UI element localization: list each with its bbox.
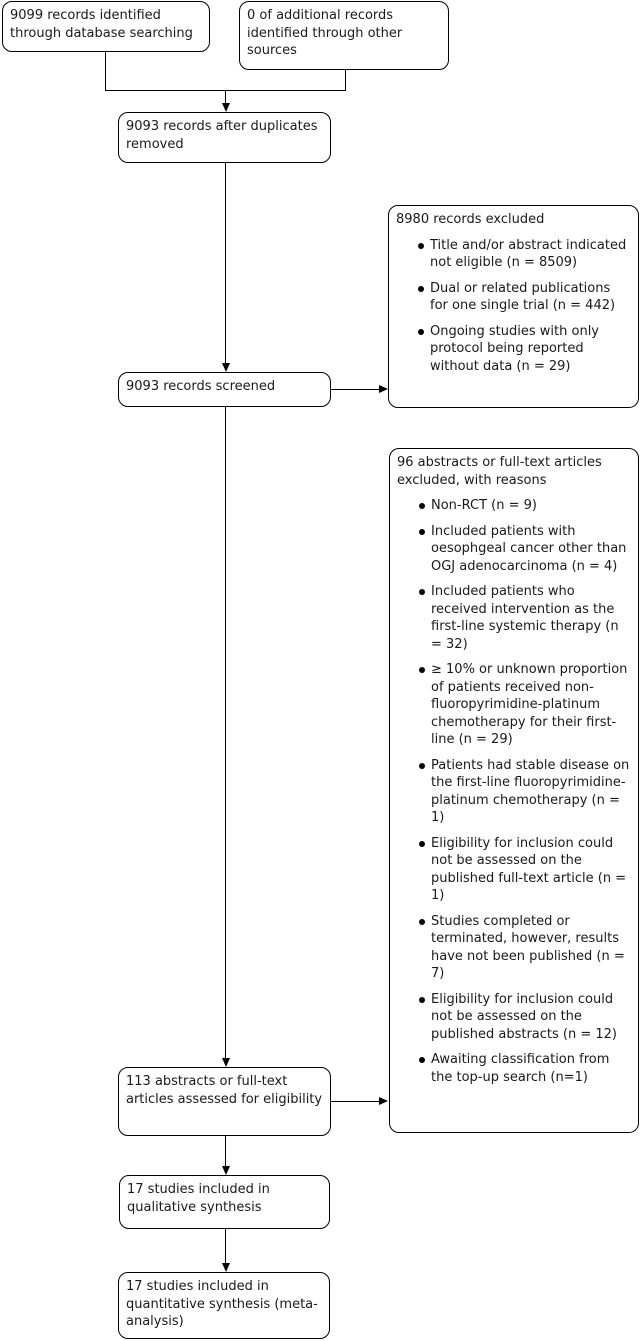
connector-other-down-line	[345, 70, 346, 91]
arrow-screened-to-assessed-line	[225, 407, 226, 1058]
arrow-assessed-to-qualitative-line	[225, 1136, 226, 1166]
arrow-duplicates-to-screened-head	[222, 363, 230, 372]
box-after-duplicates: 9093 records after duplicates removed	[118, 112, 331, 163]
articles-excluded-item: ≥ 10% or unknown proportion of patients …	[419, 661, 631, 749]
box-quantitative-synthesis: 17 studies included in quantitative synt…	[118, 1272, 330, 1339]
articles-excluded-item: Non-RCT (n = 9)	[419, 497, 631, 515]
arrow-duplicates-to-screened-line	[225, 163, 226, 363]
box-articles-excluded-heading: 96 abstracts or full-text articles exclu…	[397, 455, 602, 488]
arrow-screened-to-assessed-head	[222, 1058, 230, 1067]
arrow-merge-to-duplicates-line	[225, 90, 226, 104]
box-assessed-eligibility-text: 113 abstracts or full-text articles asse…	[126, 1074, 323, 1107]
articles-excluded-item: Included patients with oesophgeal cancer…	[419, 523, 631, 576]
box-articles-excluded: 96 abstracts or full-text articles exclu…	[389, 448, 639, 1133]
records-excluded-list: Title and/or abstract indicated not elig…	[396, 237, 631, 376]
box-records-excluded-heading: 8980 records excluded	[396, 212, 545, 227]
records-excluded-item: Dual or related publications for one sin…	[418, 280, 631, 315]
box-records-identified-other-text: 0 of additional records identified throu…	[247, 8, 403, 58]
box-qualitative-synthesis-text: 17 studies included in qualitative synth…	[127, 1182, 270, 1215]
box-records-identified-other: 0 of additional records identified throu…	[239, 1, 449, 70]
connector-database-down-line	[105, 52, 106, 91]
arrow-assessed-to-qualitative-head	[222, 1166, 230, 1175]
articles-excluded-item: Included patients who received intervent…	[419, 583, 631, 653]
articles-excluded-item: Patients had stable disease on the first…	[419, 757, 630, 825]
articles-excluded-list: Non-RCT (n = 9) Included patients with o…	[397, 497, 631, 1086]
records-excluded-item: Title and/or abstract indicated not elig…	[418, 237, 631, 272]
arrow-qualitative-to-quantitative-head	[222, 1263, 230, 1272]
records-excluded-item: Ongoing studies with only protocol being…	[418, 323, 631, 376]
box-after-duplicates-text: 9093 records after duplicates removed	[126, 119, 318, 152]
articles-excluded-item: Eligibility for inclusion could not be a…	[419, 991, 631, 1044]
articles-excluded-item: Awaiting classification from the top-up …	[419, 1051, 631, 1086]
arrow-assessed-to-articles-excluded-line	[331, 1101, 379, 1102]
arrow-screened-to-excluded-head	[379, 385, 388, 393]
arrow-screened-to-excluded-line	[331, 389, 379, 390]
box-records-identified-database: 9099 records identified through database…	[2, 1, 210, 52]
box-records-identified-database-text: 9099 records identified through database…	[10, 8, 193, 41]
box-screened: 9093 records screened	[118, 372, 331, 407]
articles-excluded-item: Eligibility for inclusion could not be a…	[419, 835, 631, 905]
box-assessed-eligibility: 113 abstracts or full-text articles asse…	[118, 1067, 331, 1136]
arrow-qualitative-to-quantitative-line	[225, 1229, 226, 1263]
arrow-merge-to-duplicates-head	[222, 103, 230, 112]
arrow-assessed-to-articles-excluded-head	[379, 1097, 388, 1105]
box-records-excluded: 8980 records excluded Title and/or abstr…	[388, 205, 639, 408]
box-screened-text: 9093 records screened	[126, 379, 276, 394]
articles-excluded-item: Studies completed or terminated, however…	[419, 913, 631, 983]
box-qualitative-synthesis: 17 studies included in qualitative synth…	[119, 1175, 330, 1229]
box-quantitative-synthesis-text: 17 studies included in quantitative synt…	[126, 1279, 318, 1329]
